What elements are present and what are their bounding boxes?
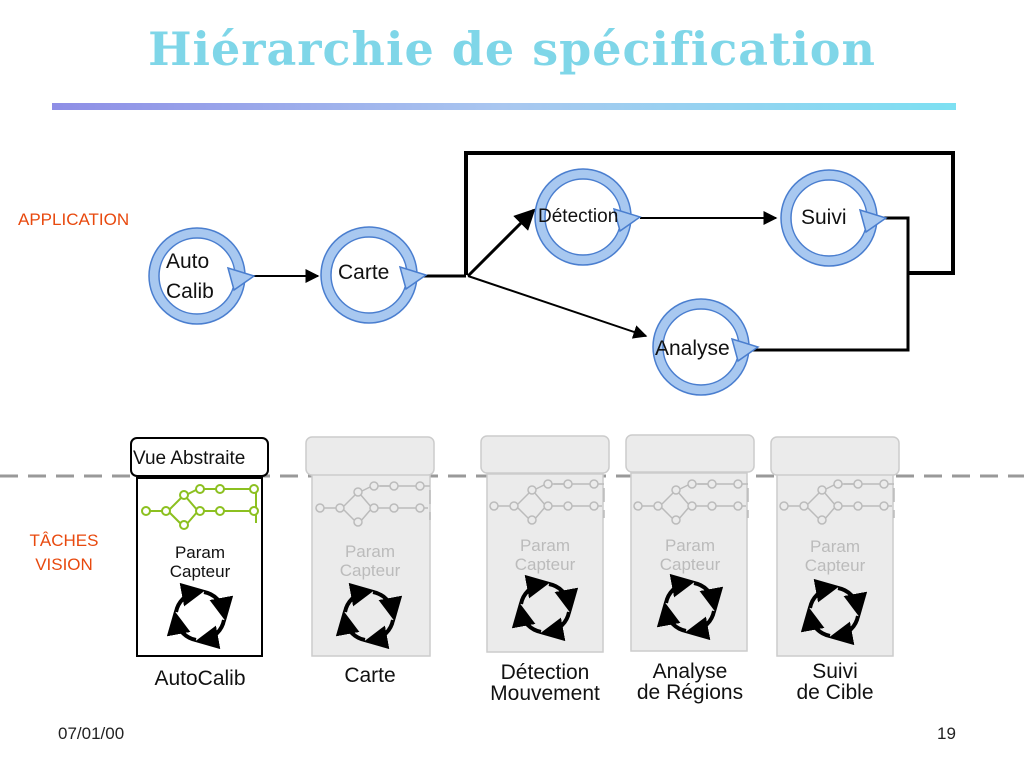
task-suivi-line2: de Cible (796, 681, 874, 704)
card-carte-param-line1: Param (344, 542, 396, 561)
node-carte (320, 226, 428, 324)
node-analyse-label: Analyse (655, 337, 730, 360)
slide-date: 07/01/00 (58, 724, 125, 743)
card-detection-param-line2: Capteur (514, 555, 576, 574)
node-suivi-label: Suivi (801, 206, 847, 229)
task-detection-line2: Mouvement (490, 682, 600, 705)
application-label: APPLICATION (18, 210, 130, 229)
card-suivi-param: Param Capteur (785, 537, 885, 575)
node-detection-label: Détection (538, 206, 619, 227)
card-carte-param: Param Capteur (320, 542, 420, 580)
edge-junction-detection (466, 208, 536, 278)
card-suivi-param-line2: Capteur (804, 556, 866, 575)
task-carte-title: Carte (344, 664, 396, 687)
tasks-label-line1: TÂCHES (29, 531, 99, 550)
card-analyse (625, 434, 755, 652)
slide-page-number: 19 (937, 724, 956, 743)
card-suivi (770, 436, 900, 657)
node-detection (534, 168, 642, 266)
task-suivi-line1: Suivi (812, 660, 858, 683)
node-autocalib-line2: Calib (166, 280, 214, 303)
task-analyse-line2: de Régions (636, 681, 744, 704)
card-autocalib-param: Param Capteur (150, 543, 250, 581)
node-autocalib-line1: Auto (166, 250, 210, 273)
card-detection-param: Param Capteur (495, 536, 595, 574)
card-detection (480, 435, 610, 653)
task-analyse-title: Analyse de Régions (615, 661, 765, 703)
card-analyse-param: Param Capteur (640, 536, 740, 574)
slide-title: Hiérarchie de spécification (148, 22, 876, 76)
card-suivi-param-line1: Param (809, 537, 861, 556)
task-autocalib-title: AutoCalib (154, 667, 246, 690)
card-autocalib-param-line1: Param (174, 543, 226, 562)
card-carte-param-line2: Capteur (339, 561, 401, 580)
card-analyse-param-line1: Param (664, 536, 716, 555)
task-analyse-line1: Analyse (652, 660, 728, 683)
tasks-vision-label: TÂCHES VISION (22, 529, 106, 577)
task-detection-title: Détection Mouvement (470, 662, 620, 704)
card-autocalib-param-line2: Capteur (169, 562, 231, 581)
tasks-label-line2: VISION (35, 555, 93, 574)
card-autocalib (130, 437, 269, 657)
suivi-to-loop (745, 216, 910, 352)
node-carte-label: Carte (338, 261, 390, 284)
vue-abstraite-label: Vue Abstraite (133, 448, 246, 469)
node-autocalib-label: Auto Calib (166, 247, 214, 307)
task-suivi-title: Suivi de Cible (765, 661, 905, 703)
card-detection-param-line1: Param (519, 536, 571, 555)
task-detection-line1: Détection (500, 661, 590, 684)
node-autocalib (148, 227, 256, 325)
loop-connector (464, 151, 955, 275)
card-carte (305, 436, 435, 657)
title-underline (52, 103, 956, 110)
edge-junction-analyse (467, 275, 648, 339)
node-analyse (652, 298, 760, 396)
node-suivi (780, 169, 888, 267)
card-analyse-param-line2: Capteur (659, 555, 721, 574)
